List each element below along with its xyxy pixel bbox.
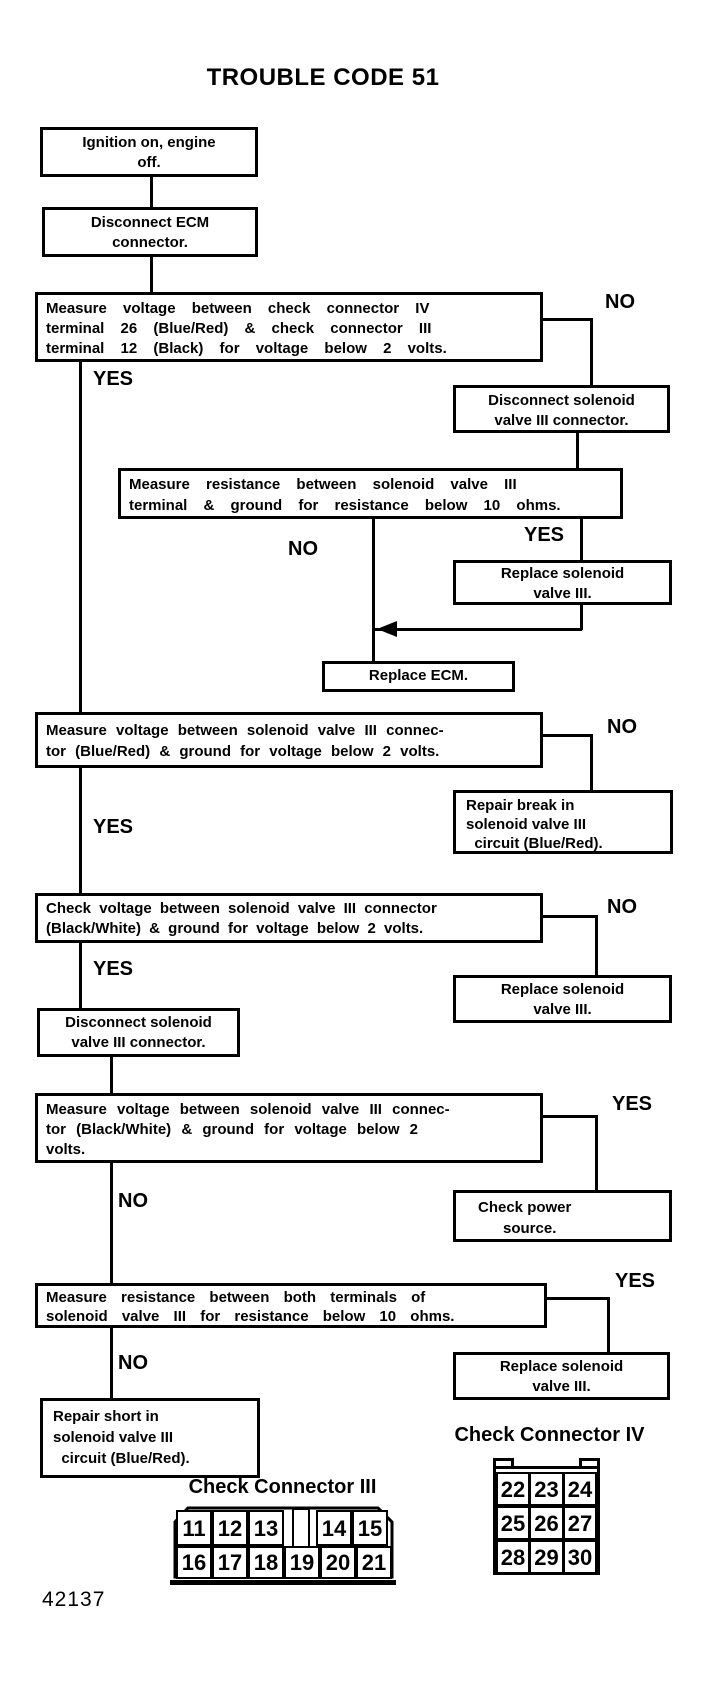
flow-box-replace-solenoid-1: Replace solenoid valve III.: [453, 560, 672, 605]
line-yes-branch-6-v: [607, 1297, 610, 1352]
connector-iii-base-bar: [170, 1580, 396, 1585]
pin-14: 14: [316, 1510, 352, 1546]
yes-label: YES: [615, 1270, 656, 1292]
flow-box-measure-voltage-check-connectors: Measure voltage between check connector …: [35, 292, 543, 362]
flow-box-measure-resistance-terminal-ground: Measure resistance between solenoid valv…: [118, 468, 623, 519]
page-title: TROUBLE CODE 51: [206, 64, 440, 91]
pin-20: 20: [320, 1546, 356, 1579]
flow-box-disconnect-ecm: Disconnect ECM connector.: [42, 207, 258, 257]
pin-28: 28: [496, 1540, 530, 1574]
no-label: NO: [607, 716, 637, 738]
flow-box-measure-voltage-blue-red: Measure voltage between solenoid valve I…: [35, 712, 543, 768]
line-no-branch-1-h: [543, 318, 593, 321]
line-no-branch-4-v: [595, 915, 598, 975]
yes-label: YES: [93, 368, 134, 390]
yes-label: YES: [612, 1093, 653, 1115]
line-yes-spine-2: [79, 768, 82, 893]
merge-arrowhead-icon: [377, 621, 397, 637]
connector-iv-label: Check Connector IV: [454, 1424, 645, 1446]
flow-box-replace-solenoid-2: Replace solenoid valve III.: [453, 975, 672, 1023]
line-ignition-to-ecm: [150, 177, 153, 207]
pin-11: 11: [176, 1510, 212, 1546]
pin-30: 30: [563, 1540, 597, 1574]
flow-box-ignition-on: Ignition on, engine off.: [40, 127, 258, 177]
flow-box-repair-break: Repair break in solenoid valve III circu…: [453, 790, 673, 854]
pin-25: 25: [496, 1506, 530, 1540]
line-yes-branch-6-h: [547, 1297, 610, 1300]
yes-label: YES: [93, 958, 134, 980]
no-label: NO: [607, 896, 637, 918]
pin-18: 18: [248, 1546, 284, 1579]
no-label: NO: [288, 538, 318, 560]
line-yes-spine-1: [79, 362, 82, 712]
line-yes-to-replace-solenoid-1: [580, 519, 583, 560]
line-no-to-replace-ecm: [372, 519, 375, 661]
pin-29: 29: [529, 1540, 564, 1574]
pin-22: 22: [496, 1472, 530, 1506]
no-label: NO: [118, 1190, 148, 1212]
line-replace-solenoid-1-down: [580, 605, 583, 630]
flow-box-disconnect-solenoid-1: Disconnect solenoid valve III connector.: [453, 385, 670, 433]
pin-15: 15: [352, 1510, 388, 1546]
pin-24: 24: [563, 1472, 597, 1506]
connector-iii-key-slot: [292, 1508, 310, 1548]
yes-label: YES: [93, 816, 134, 838]
line-yes-branch-5-h: [543, 1115, 598, 1118]
pin-26: 26: [529, 1506, 564, 1540]
line-disconnect-to-resistance: [576, 433, 579, 468]
line-no-branch-3-h: [543, 734, 593, 737]
line-merge-horizontal: [374, 628, 582, 631]
no-label: NO: [118, 1352, 148, 1374]
flow-box-check-voltage-black-white: Check voltage between solenoid valve III…: [35, 893, 543, 943]
pin-21: 21: [356, 1546, 392, 1579]
connector-iii-label: Check Connector III: [188, 1476, 377, 1498]
flow-box-repair-short: Repair short in solenoid valve III circu…: [40, 1398, 260, 1478]
line-no-branch-1-v: [590, 318, 593, 385]
pin-16: 16: [176, 1546, 212, 1579]
line-yes-spine-3: [79, 943, 82, 1008]
pin-13: 13: [248, 1510, 284, 1546]
yes-label: YES: [524, 524, 565, 546]
line-no-spine-5: [110, 1163, 113, 1283]
flow-box-replace-ecm: Replace ECM.: [322, 661, 515, 692]
flow-box-measure-voltage-black-white: Measure voltage between solenoid valve I…: [35, 1093, 543, 1163]
flow-box-disconnect-solenoid-2: Disconnect solenoid valve III connector.: [37, 1008, 240, 1057]
figure-number: 42137: [42, 1588, 106, 1611]
pin-17: 17: [212, 1546, 248, 1579]
line-ecm-to-measure: [150, 257, 153, 292]
line-yes-branch-5-v: [595, 1115, 598, 1190]
pin-12: 12: [212, 1510, 248, 1546]
pin-19: 19: [284, 1546, 320, 1579]
line-no-spine-6: [110, 1328, 113, 1398]
no-label: NO: [605, 291, 635, 313]
line-no-branch-3-v: [590, 734, 593, 790]
line-spine-4: [110, 1057, 113, 1093]
line-no-branch-4-h: [543, 915, 598, 918]
flow-box-replace-solenoid-3: Replace solenoid valve III.: [453, 1352, 670, 1400]
flow-box-check-power-source: Check power source.: [453, 1190, 672, 1242]
pin-23: 23: [529, 1472, 564, 1506]
flow-box-measure-resistance-both-terminals: Measure resistance between both terminal…: [35, 1283, 547, 1328]
pin-27: 27: [563, 1506, 597, 1540]
